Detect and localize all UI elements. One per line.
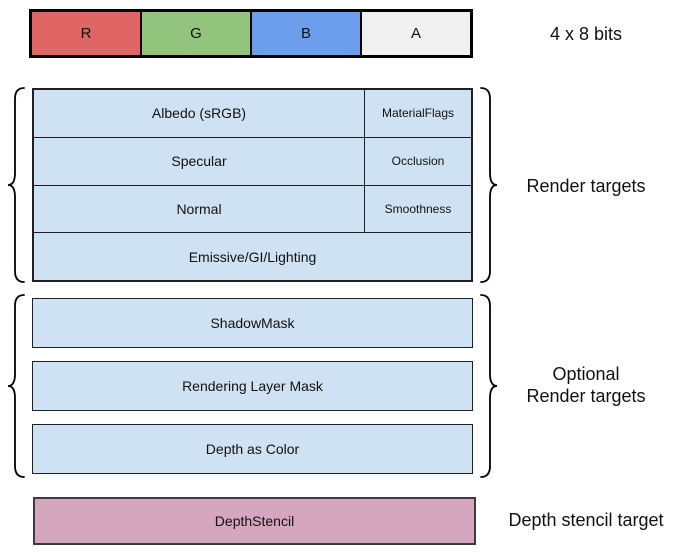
render-targets-right-brace: [480, 87, 497, 283]
render-target-cell-specular: Specular: [171, 153, 227, 170]
render-target-row-emissive: Emissive/GI/Lighting: [34, 233, 471, 280]
bit-cell-r: R: [32, 12, 140, 55]
bit-cell-a: A: [360, 12, 470, 55]
render-target-cell-occlusion: Occlusion: [364, 137, 471, 185]
render-target-cell-materialflags: MaterialFlags: [364, 90, 471, 137]
optional-targets-caption: Optional Render targets: [480, 363, 690, 407]
render-target-row-albedo: Albedo (sRGB) MaterialFlags: [34, 90, 471, 138]
depth-stencil-caption: Depth stencil target: [508, 510, 664, 530]
optional-targets-right-brace: [480, 294, 497, 478]
render-target-cell-albedo: Albedo (sRGB): [151, 105, 247, 122]
render-targets-caption: Render targets: [526, 176, 646, 196]
bit-cell-g: G: [140, 12, 250, 55]
depth-stencil-box: DepthStencil: [33, 497, 476, 545]
render-target-row-specular: Specular Occlusion: [34, 137, 471, 186]
optional-target-rendering-layer-mask: Rendering Layer Mask: [32, 361, 473, 411]
bit-cell-b: B: [250, 12, 360, 55]
render-targets-left-brace: [8, 87, 25, 283]
render-targets-grid: Albedo (sRGB) MaterialFlags Specular Occ…: [32, 88, 473, 282]
render-target-row-normal: Normal Smoothness: [34, 185, 471, 234]
bits-caption: 4 x 8 bits: [549, 24, 623, 44]
optional-target-depth-as-color: Depth as Color: [32, 424, 473, 474]
optional-target-shadowmask: ShadowMask: [32, 298, 473, 348]
render-target-cell-smoothness: Smoothness: [364, 185, 471, 233]
render-target-cell-normal: Normal: [176, 200, 222, 217]
rgba-bits-bar: R G B A: [29, 9, 473, 58]
render-target-cell-emissive: Emissive/GI/Lighting: [188, 248, 317, 265]
optional-targets-caption-line2: Render targets: [526, 386, 646, 406]
optional-targets-caption-line1: Optional: [552, 364, 620, 384]
optional-targets-left-brace: [8, 294, 25, 478]
